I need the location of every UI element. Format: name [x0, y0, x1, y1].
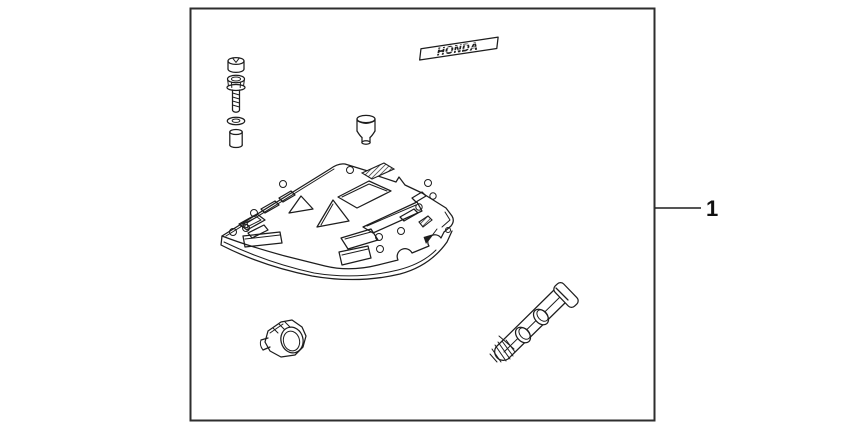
callout-number: 1 [706, 196, 718, 221]
cap-nut [227, 56, 245, 73]
bolt-assembly [226, 56, 246, 149]
clamp-slot [259, 339, 264, 351]
rubber-cushion [356, 114, 376, 145]
direction-arrow [423, 228, 438, 244]
emblem-hatch-lines [421, 39, 497, 57]
plate-mount-holes [229, 166, 451, 253]
clamp-hatch [272, 321, 291, 334]
plate-grip-pad [360, 162, 396, 180]
flange-bolt [226, 74, 246, 113]
plate-face-crease [223, 241, 437, 277]
plate-hatched-block [418, 215, 433, 228]
plate-bottom-edge [220, 230, 453, 281]
strap-foot-hatch [489, 339, 516, 363]
collar-spacer [229, 128, 243, 149]
mount-strap [489, 281, 579, 363]
pipe-clamp [259, 319, 307, 358]
strap-end-tab [553, 281, 579, 309]
honda-emblem-sticker: HONDA [419, 36, 499, 61]
bolt-thread-hatch [232, 92, 240, 108]
plate-corner-notch [441, 211, 451, 228]
strap-bar [494, 287, 569, 361]
carrier-base-plate [220, 162, 454, 281]
plain-washer [226, 116, 246, 126]
